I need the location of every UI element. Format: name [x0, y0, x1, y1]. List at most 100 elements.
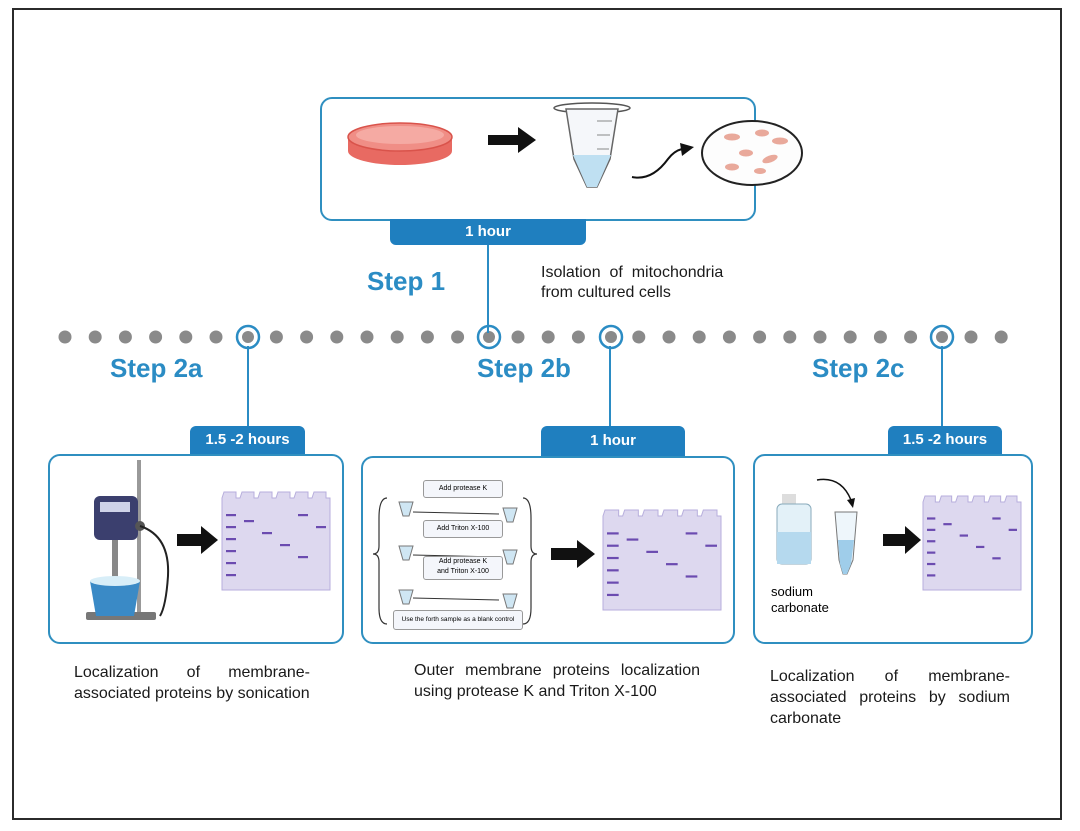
step1-illustration — [347, 102, 694, 188]
gel-body — [922, 495, 1022, 591]
gel-band — [226, 562, 236, 565]
gel-band — [992, 557, 1001, 560]
step2c-connector — [941, 346, 943, 426]
gel-body — [602, 509, 722, 611]
step2c-panel: sodium carbonate — [753, 454, 1033, 644]
gel-band — [927, 551, 936, 554]
step1-connector — [487, 245, 489, 333]
gel-band — [976, 545, 985, 549]
gel-blot — [602, 509, 722, 611]
gel-band — [927, 574, 936, 577]
protocol-box-2: Add Triton X-100 — [423, 520, 503, 538]
timeline-dot — [179, 330, 193, 344]
timeline-dot — [149, 330, 163, 344]
reagent-label-line2: carbonate — [771, 600, 829, 615]
step2a-caption: Localization of membrane-associated prot… — [74, 664, 310, 702]
gel-band — [607, 593, 619, 597]
timeline-node — [598, 324, 624, 350]
microtube-icon — [553, 102, 631, 188]
gel-band — [705, 544, 717, 547]
gel-band — [226, 514, 236, 517]
gel-body — [221, 491, 331, 591]
gel-band — [646, 550, 658, 553]
gel-band — [226, 526, 236, 529]
timeline-dot — [360, 330, 374, 344]
gel-band — [607, 581, 619, 584]
timeline-dot — [58, 330, 72, 344]
gel-band — [244, 520, 254, 523]
timeline-dot — [390, 330, 404, 344]
right-arrow-icon — [883, 526, 921, 554]
step2b-illustration — [372, 497, 722, 625]
timeline-dot — [783, 330, 797, 344]
step2c-illustration — [776, 478, 1022, 591]
gel-band — [262, 532, 272, 535]
gel-band — [298, 514, 308, 517]
gel-band — [226, 574, 236, 577]
tube-out-3-icon — [502, 593, 518, 609]
curved-arrow-icon — [816, 478, 855, 508]
gel-band — [927, 528, 936, 531]
timeline-dot — [964, 330, 978, 344]
step2b-label: Step 2b — [477, 353, 571, 383]
step1-label: Step 1 — [367, 266, 446, 296]
timeline-dot — [571, 330, 585, 344]
step2b-panel: Add protease K Add Triton X-100 Add prot… — [361, 456, 735, 644]
timeline-dot — [662, 330, 676, 344]
tube-out-1-icon — [502, 507, 518, 523]
timeline-dot — [88, 330, 102, 344]
protocol-box-3-line2: and Triton X-100 — [437, 568, 489, 575]
gel-band — [959, 534, 968, 537]
timeline-node — [929, 324, 955, 350]
tube-out-2-icon — [502, 549, 518, 565]
gel-band — [280, 544, 290, 547]
gel-band — [226, 538, 236, 541]
gel-band — [298, 556, 308, 559]
gel-band — [685, 575, 698, 578]
protocol-box-3: Add protease K and Triton X-100 — [423, 556, 503, 580]
timeline-dot — [813, 330, 827, 344]
gel-blot — [221, 491, 331, 591]
step2a-connector — [247, 346, 249, 426]
timeline-dot — [118, 330, 132, 344]
step2b-connector — [609, 346, 611, 426]
gel-band — [685, 532, 698, 535]
figure-frame — [12, 8, 1062, 820]
gel-band — [666, 563, 678, 566]
right-arrow-icon — [488, 127, 536, 153]
right-brace — [522, 497, 538, 625]
timeline-dot — [904, 330, 918, 344]
gel-band — [927, 517, 936, 520]
timeline-dot — [753, 330, 767, 344]
timeline-dot — [692, 330, 706, 344]
step1-caption-line2: from cultured cells — [541, 284, 671, 301]
timeline-dot — [541, 330, 555, 344]
gel-band — [992, 517, 1001, 520]
protocol-box-3-line1: Add protease K — [438, 558, 488, 565]
timeline-dot — [330, 330, 344, 344]
tube-2-icon — [398, 545, 414, 561]
step1-panel — [320, 97, 803, 221]
gel-band — [927, 540, 936, 543]
culture-dish-icon — [347, 122, 453, 165]
step2a-illustration — [86, 460, 331, 620]
gel-band — [607, 556, 619, 560]
timeline-dot — [451, 330, 465, 344]
step2c-label: Step 2c — [812, 353, 905, 383]
timeline-node — [235, 324, 261, 350]
gel-band — [1008, 528, 1017, 531]
protocol-box-1: Add protease K — [423, 480, 503, 498]
timeline-dot — [873, 330, 887, 344]
gel-band — [626, 538, 639, 541]
gel-band — [607, 532, 619, 535]
gel-band — [316, 526, 326, 529]
timeline-dot — [722, 330, 736, 344]
sonicator-icon — [86, 460, 170, 620]
step2b-duration-tag: 1 hour — [541, 426, 685, 456]
right-arrow-icon — [551, 540, 595, 568]
step2b-caption: Outer membrane proteins localization usi… — [414, 662, 700, 700]
step2c-duration-tag: 1.5 -2 hours — [888, 426, 1002, 454]
timeline-dot — [420, 330, 434, 344]
timeline-dot — [511, 330, 525, 344]
